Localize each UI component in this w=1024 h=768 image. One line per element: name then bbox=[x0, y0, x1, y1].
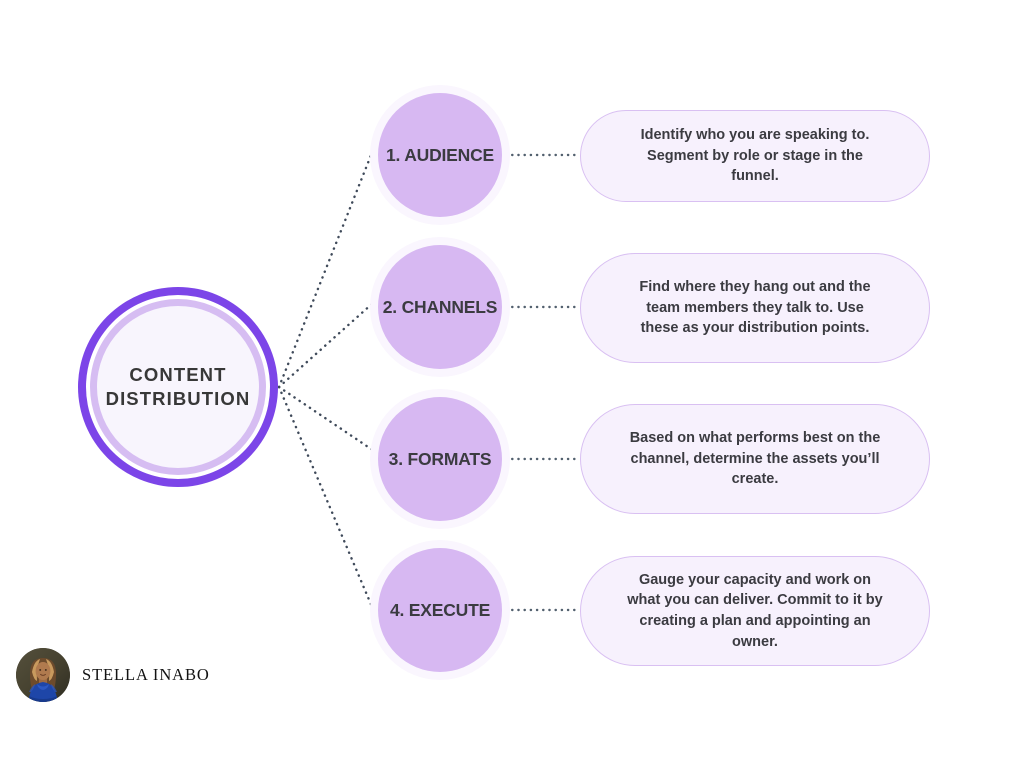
person-portrait-avatar-icon bbox=[16, 648, 70, 702]
hub-ring-white: CONTENT DISTRIBUTION bbox=[86, 295, 270, 479]
connector-hub-to-step-4 bbox=[277, 385, 383, 630]
description-text-1: Identify who you are speaking to. Segmen… bbox=[640, 127, 870, 185]
step-circle-label-2: 2. CHANNELS bbox=[382, 296, 498, 317]
step-circle-label-4: 4. EXECUTE bbox=[389, 599, 491, 620]
hub-core: CONTENT DISTRIBUTION bbox=[97, 306, 259, 468]
step-circle-1[interactable]: 1. AUDIENCE bbox=[378, 93, 502, 217]
step-circle-label-1: 1. AUDIENCE bbox=[385, 144, 494, 165]
step-circle-label-3: 3. FORMATS bbox=[388, 448, 492, 469]
connector-hub-to-step-2 bbox=[277, 292, 385, 389]
hub-title: CONTENT DISTRIBUTION bbox=[105, 364, 251, 409]
description-text-2: Find where they hang out and the team me… bbox=[639, 279, 871, 337]
description-text-4: Gauge your capacity and work on what you… bbox=[627, 571, 883, 650]
description-text-3: Based on what performs best on the chann… bbox=[629, 430, 881, 488]
connector-hub-to-step-3 bbox=[277, 385, 385, 459]
step-circle-2[interactable]: 2. CHANNELS bbox=[378, 245, 502, 369]
description-pill-2[interactable]: Find where they hang out and the team me… bbox=[580, 253, 930, 363]
avatar bbox=[16, 648, 70, 702]
description-pill-4[interactable]: Gauge your capacity and work on what you… bbox=[580, 556, 930, 666]
author-name: STELLA INABO bbox=[82, 665, 210, 684]
hub-node-content-distribution[interactable]: CONTENT DISTRIBUTION bbox=[78, 287, 278, 487]
connector-hub-to-step-1 bbox=[277, 128, 383, 389]
hub-ring-lavender: CONTENT DISTRIBUTION bbox=[90, 299, 266, 475]
step-circle-4[interactable]: 4. EXECUTE bbox=[378, 548, 502, 672]
author-credit: STELLA INABO bbox=[16, 648, 210, 702]
step-circle-3[interactable]: 3. FORMATS bbox=[378, 397, 502, 521]
description-pill-3[interactable]: Based on what performs best on the chann… bbox=[580, 404, 930, 514]
description-pill-1[interactable]: Identify who you are speaking to. Segmen… bbox=[580, 110, 930, 202]
